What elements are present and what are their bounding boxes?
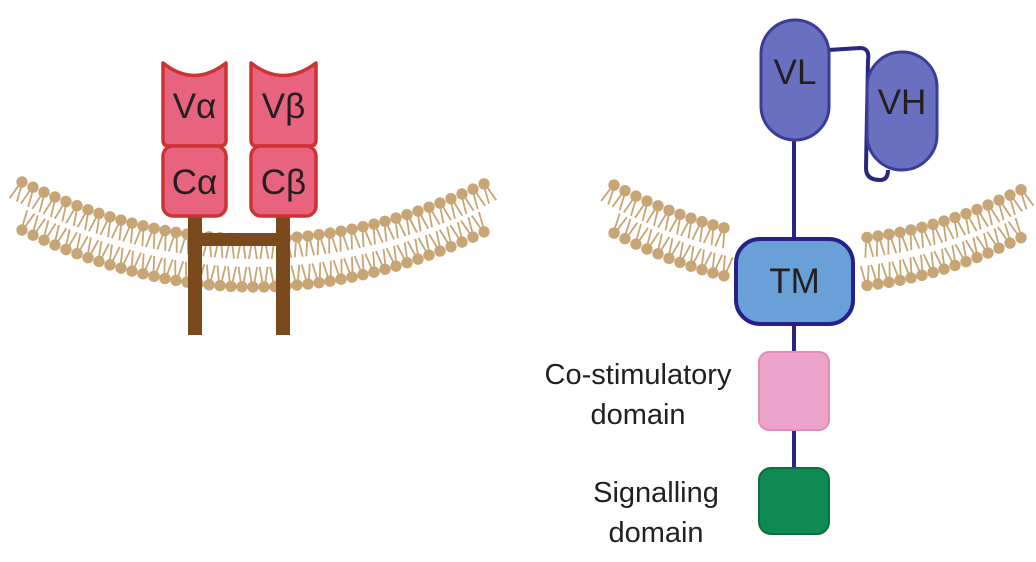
lipid-molecule	[224, 265, 239, 293]
signalling-label-line1: Signalling	[593, 477, 719, 509]
tcr-stalks	[188, 215, 290, 335]
lipid-molecule	[202, 263, 217, 292]
c-alpha-label: Cα	[172, 163, 218, 202]
c-beta-domain	[249, 144, 318, 218]
lipid-molecule	[246, 266, 260, 294]
car-backbone	[792, 45, 890, 468]
costimulatory-domain	[758, 351, 830, 431]
lipid-molecule	[257, 265, 271, 294]
tm-label: TM	[769, 262, 820, 301]
lipid-molecule	[7, 174, 30, 204]
lipid-molecule	[290, 230, 305, 259]
lipid-molecule	[1013, 181, 1036, 211]
lipid-molecule	[213, 264, 228, 293]
lipid-molecule	[235, 265, 249, 294]
vh-domain	[865, 50, 939, 172]
c-beta-label: Cβ	[261, 163, 306, 202]
tcr-panel: Vα Vβ Cα Cβ	[7, 61, 499, 335]
vh-label: VH	[878, 83, 927, 122]
lipid-molecule	[599, 177, 622, 207]
scfv-linker	[827, 45, 890, 183]
lipid-molecule	[858, 264, 874, 293]
vl-label: VL	[774, 53, 817, 92]
v-beta-domain	[249, 61, 318, 148]
costimulatory-label-line2: domain	[590, 399, 685, 431]
c-alpha-domain	[161, 144, 228, 218]
costimulatory-label-line1: Co-stimulatory	[545, 359, 732, 391]
signalling-label-line2: domain	[608, 517, 703, 549]
tm-domain	[734, 237, 855, 326]
vl-domain	[759, 18, 831, 142]
v-alpha-domain	[161, 61, 228, 148]
v-alpha-label: Vα	[173, 87, 217, 126]
car-panel: VL VH TM Co-stimulatory domain Signallin…	[545, 18, 1036, 549]
signalling-domain	[758, 467, 830, 535]
lipid-molecule	[289, 263, 304, 292]
lipid-molecule	[476, 176, 499, 206]
disulfide-bridge	[188, 233, 290, 246]
v-beta-label: Vβ	[262, 87, 305, 126]
